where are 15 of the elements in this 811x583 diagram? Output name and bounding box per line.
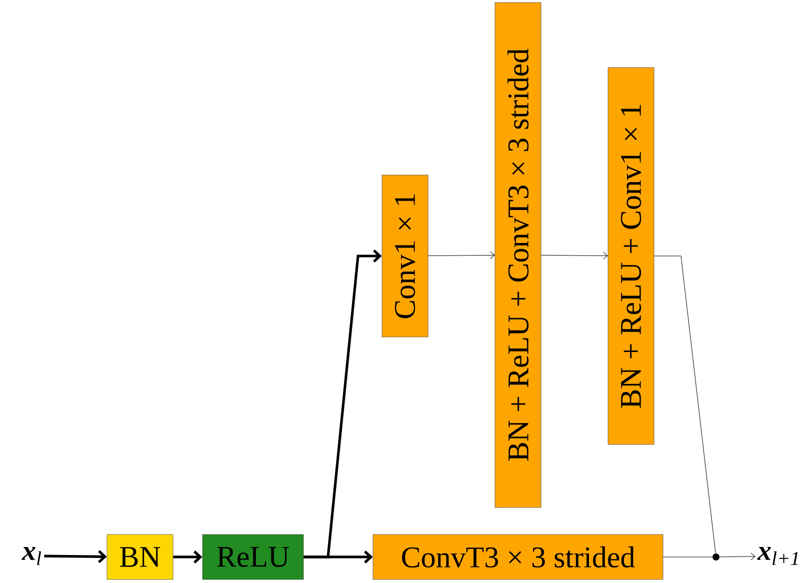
layer-box: BN + ReLU + ConvT3 × 3 strided (494, 2, 542, 508)
arrow (304, 550, 373, 564)
math-label: x$_{l}$ (22, 547, 42, 565)
layer-box: ReLU (202, 534, 304, 580)
math-label: x$_{l+1}$ (757, 547, 798, 565)
arrow (428, 251, 495, 259)
arrow (719, 552, 756, 560)
layer-box: Conv1 × 1 (382, 174, 428, 338)
layer-box: BN (106, 534, 174, 580)
arrow (540, 252, 608, 260)
layer-box: ConvT3 × 3 strided (372, 534, 664, 580)
arrow (173, 550, 202, 564)
arrow (44, 550, 107, 564)
layer-box: BN + ReLU + Conv1 × 1 (608, 67, 654, 445)
junction-dot (712, 553, 720, 560)
